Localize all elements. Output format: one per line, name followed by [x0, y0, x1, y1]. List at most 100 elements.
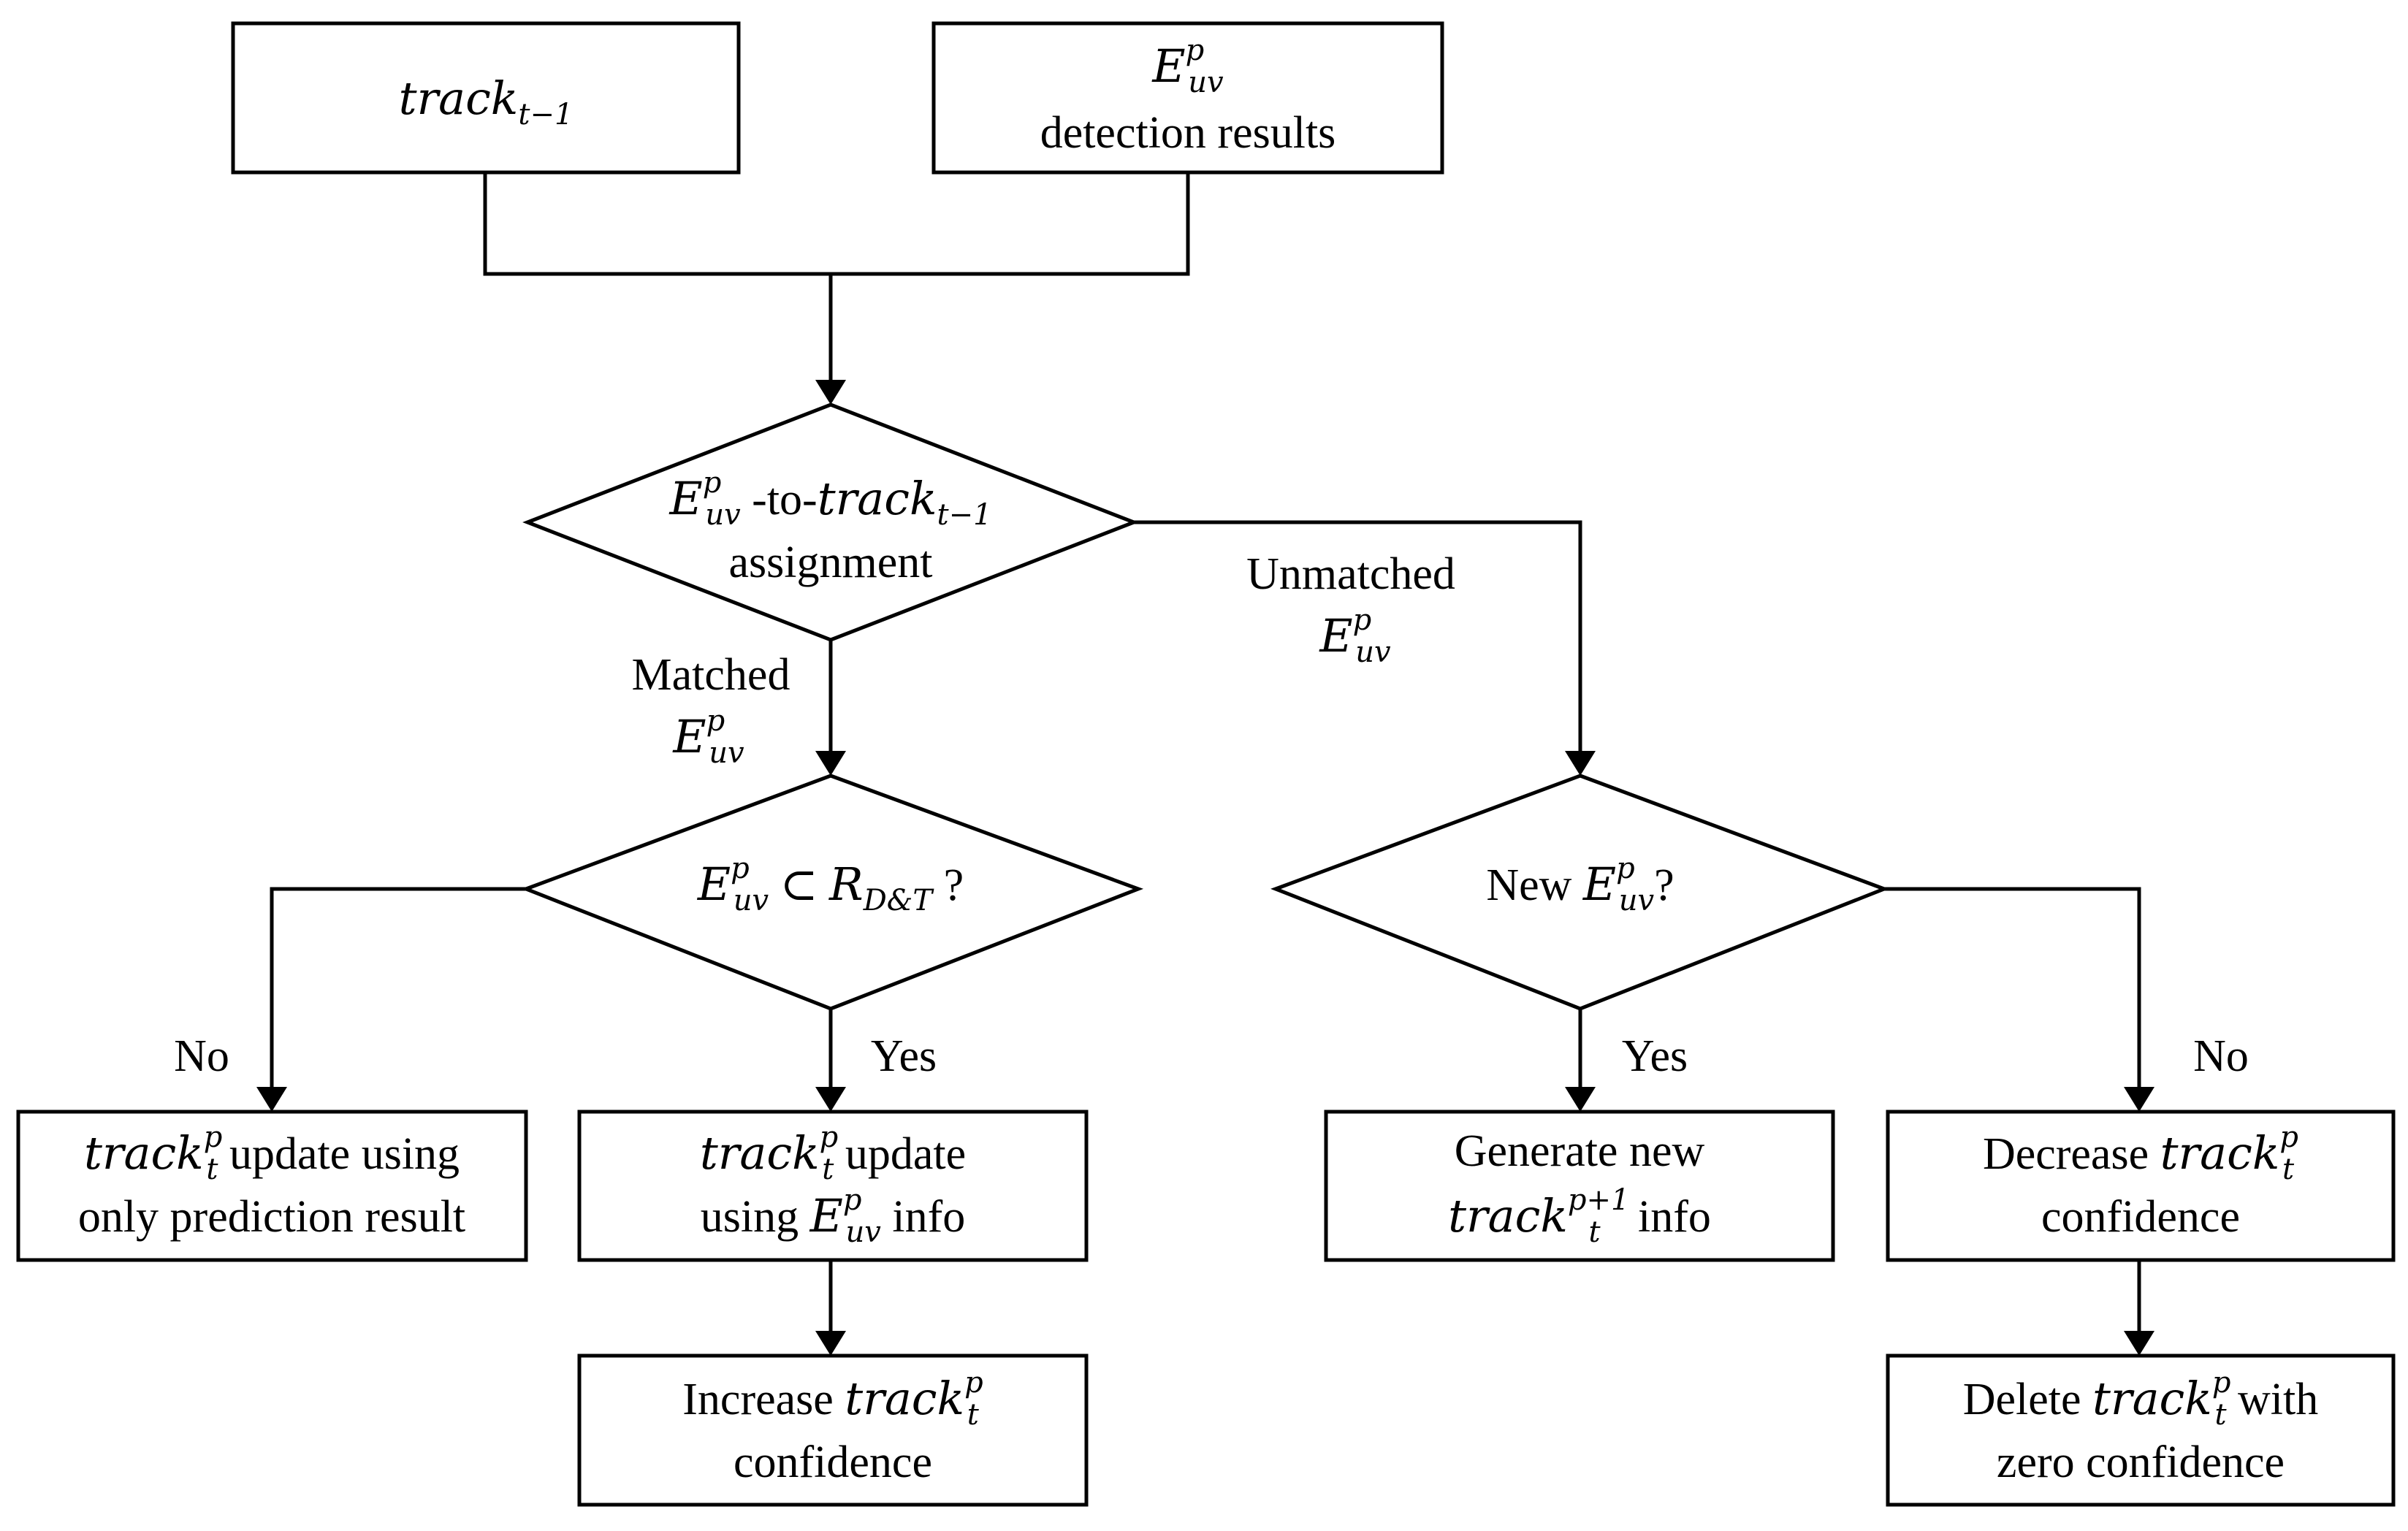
var: E — [668, 472, 702, 525]
subscript: t — [206, 1153, 218, 1186]
var: track — [818, 472, 937, 525]
superscript: p — [2279, 1120, 2298, 1154]
node-text: confidence — [734, 1438, 932, 1487]
subscript: uv — [709, 736, 744, 770]
subscript: t — [822, 1153, 834, 1186]
superscript: p — [964, 1366, 983, 1400]
var: R — [828, 858, 864, 911]
var: E — [1319, 609, 1352, 663]
var: E — [672, 710, 706, 763]
text: ? — [1654, 860, 1674, 910]
edge-track-prev-to-merge — [483, 172, 1190, 276]
superscript: p — [1186, 34, 1205, 67]
edge-new-no — [1884, 887, 2141, 1087]
arrowhead — [256, 1087, 287, 1112]
subscript: uv — [1619, 884, 1655, 917]
var: E — [1151, 39, 1185, 93]
superscript: p — [820, 1120, 839, 1154]
var: track — [845, 1372, 964, 1425]
arrowhead — [2124, 1331, 2154, 1356]
subscript: t — [1588, 1215, 1601, 1249]
text: using — [701, 1192, 810, 1242]
node-text: confidence — [2041, 1192, 2240, 1242]
subscript: uv — [1188, 66, 1224, 99]
var: E — [697, 858, 731, 911]
text: Decrease — [1983, 1129, 2160, 1179]
edge-label-yes: Yes — [871, 1031, 937, 1081]
text: Delete — [1963, 1375, 2092, 1424]
edge-region-no — [270, 887, 526, 1087]
edge-assignment-to-new — [1134, 520, 1582, 751]
svg-text:trackp+1t info: trackp+1t info — [1448, 1183, 1711, 1249]
connectors — [256, 172, 2154, 1356]
edge-label-text: Unmatched — [1246, 549, 1455, 599]
node-text: zero confidence — [1997, 1438, 2285, 1487]
superscript: p — [731, 852, 750, 885]
var: E — [1582, 858, 1616, 911]
var: track — [700, 1126, 820, 1180]
var: track — [84, 1126, 204, 1180]
text: ⊂ — [769, 860, 829, 910]
var: E — [809, 1189, 843, 1242]
text: ? — [932, 860, 964, 910]
edge-label-text: Matched — [632, 650, 790, 700]
subscript: t−1 — [937, 498, 992, 532]
var: track — [1448, 1189, 1568, 1242]
subscript: D&T — [863, 884, 935, 917]
arrowhead — [1565, 1087, 1596, 1112]
superscript: p — [2212, 1366, 2231, 1400]
arrowhead — [815, 1087, 846, 1112]
var: track — [399, 72, 519, 125]
var: track — [2092, 1372, 2212, 1425]
arrowhead — [815, 751, 846, 776]
subscript: t — [2282, 1153, 2295, 1186]
superscript: p — [843, 1183, 862, 1217]
node-text: only prediction result — [78, 1192, 465, 1242]
arrowhead — [2124, 1087, 2154, 1112]
text: with — [2227, 1375, 2319, 1424]
subscript: t−1 — [518, 98, 573, 131]
text: info — [881, 1192, 965, 1242]
node-text: detection results — [1040, 108, 1336, 158]
text: New — [1486, 860, 1583, 910]
subscript: t — [967, 1398, 980, 1432]
superscript: p — [1616, 852, 1635, 885]
superscript: p — [1353, 603, 1372, 637]
superscript: p — [703, 466, 722, 500]
superscript: p+1 — [1568, 1183, 1630, 1217]
arrowhead — [1565, 751, 1596, 776]
svg-text:trackt−1: trackt−1 — [399, 72, 574, 131]
arrowhead — [815, 1331, 846, 1356]
subscript: t — [2214, 1398, 2227, 1432]
superscript: p — [204, 1120, 223, 1154]
node-text: Generate new — [1455, 1126, 1705, 1176]
edge-label-no: No — [174, 1031, 229, 1081]
superscript: p — [706, 704, 725, 738]
subscript: uv — [705, 498, 741, 532]
edge-label-yes: Yes — [1622, 1031, 1688, 1081]
node-text: assignment — [729, 538, 933, 587]
